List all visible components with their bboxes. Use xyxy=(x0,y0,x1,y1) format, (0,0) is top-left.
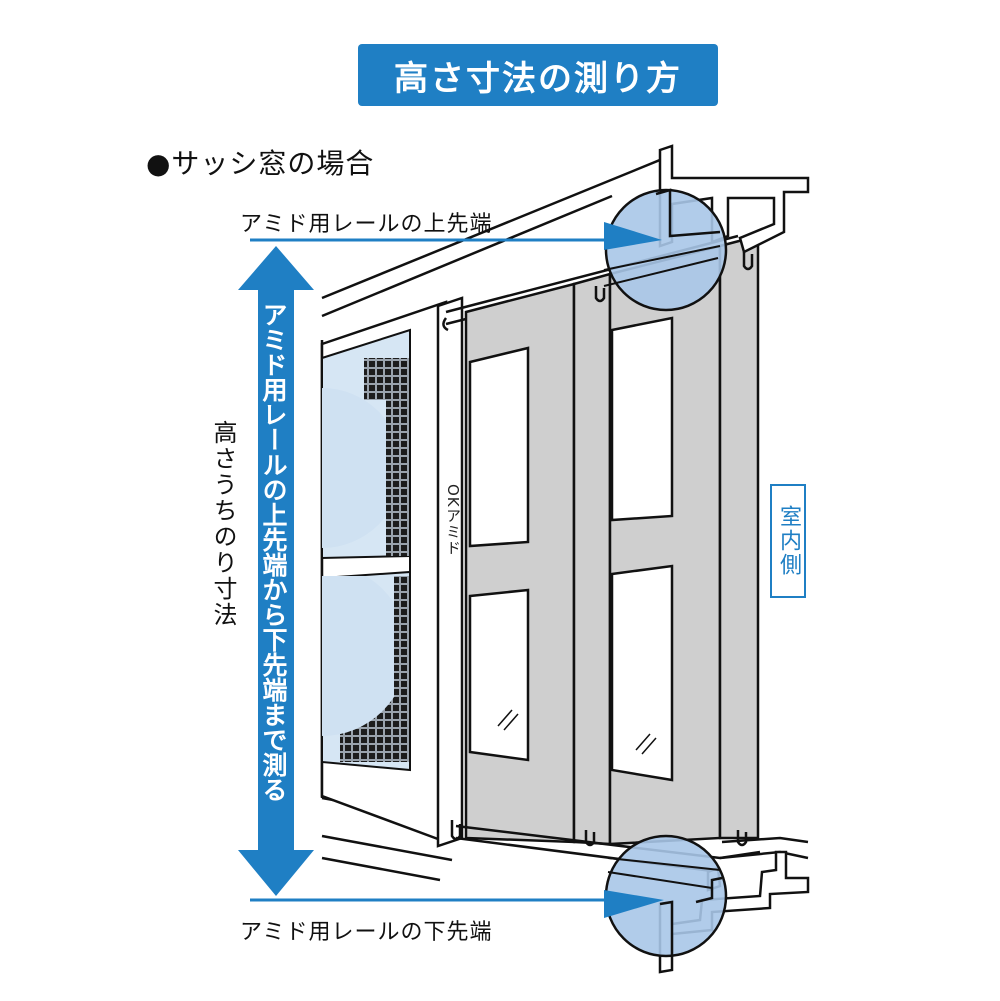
zoom-circle-bottom xyxy=(604,834,728,958)
screen-stile xyxy=(436,296,464,848)
page-title: 高さ寸法の測り方 xyxy=(394,58,682,99)
height-inner-label: 高さうちのり寸法 xyxy=(209,420,237,628)
bottom-rail-label: アミド用レールの下先端 xyxy=(240,920,493,945)
top-leader xyxy=(250,222,662,250)
pointer-icon xyxy=(604,890,664,918)
pointer-icon xyxy=(604,222,662,250)
bottom-leader xyxy=(250,890,664,918)
subtitle: ●サッシ窓の場合 xyxy=(146,147,375,180)
title-banner: 高さ寸法の測り方 xyxy=(358,44,718,106)
zoom-circle-top xyxy=(603,188,728,312)
top-rail-label: アミド用レールの上先端 xyxy=(240,212,493,237)
glass-sash xyxy=(320,300,448,844)
pleated-screen xyxy=(464,234,760,846)
measure-instruction-label: アミド用レールの上先端から下先端まで測る xyxy=(259,302,288,802)
double-arrow-icon xyxy=(238,246,314,896)
indoor-side-label: 室内側 xyxy=(776,505,801,577)
indoor-side-badge: 室内側 xyxy=(770,484,806,598)
screen-door-name-label: OKアミド xyxy=(444,484,462,556)
